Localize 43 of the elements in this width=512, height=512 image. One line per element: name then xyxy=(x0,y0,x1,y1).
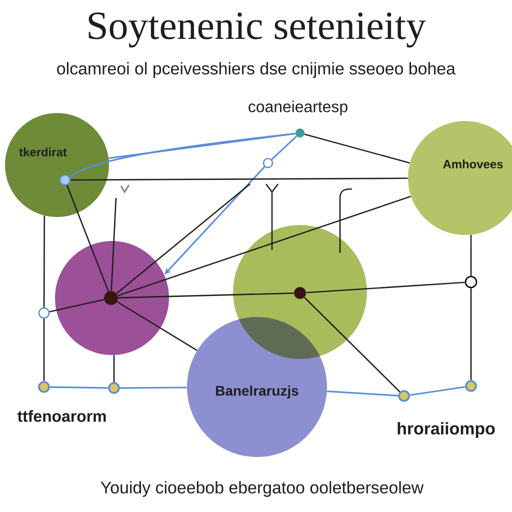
connector-line xyxy=(304,134,410,164)
connector-line xyxy=(50,386,108,389)
label-text: ttfenoarorm xyxy=(17,410,106,422)
junction-dot xyxy=(104,291,118,305)
connector-line xyxy=(470,234,472,276)
connector-line xyxy=(410,386,466,396)
connector-dot xyxy=(398,390,410,402)
connector-line xyxy=(118,196,412,296)
connector-ring xyxy=(59,174,71,186)
connector-line xyxy=(43,216,46,308)
circle xyxy=(55,241,169,355)
connector-dot xyxy=(108,382,120,394)
connector-line xyxy=(327,390,398,396)
circle-node: tkerdirat xyxy=(5,113,109,217)
connector-line xyxy=(70,178,408,181)
caption: Youidy cioeebob ebergatoo ooletberseolew xyxy=(100,481,424,497)
connector-line xyxy=(120,386,187,389)
connector-dot xyxy=(465,380,477,392)
connector-line xyxy=(110,198,117,291)
title: Soytenenic setenieity xyxy=(88,12,426,48)
circle-node: Banelraruzjs xyxy=(187,317,327,457)
connector-line xyxy=(49,298,104,312)
connector-line xyxy=(118,292,294,298)
connector-ring xyxy=(262,158,274,168)
connector-line xyxy=(69,132,296,178)
connector-line xyxy=(116,301,198,352)
junction-dot xyxy=(294,287,306,299)
subtitle: olcamreoi ol pceivesshiers dse cnijmie sseoeo bohea xyxy=(57,62,456,78)
connector-line xyxy=(306,282,465,294)
connector-line xyxy=(116,184,250,294)
connector-line xyxy=(271,136,298,160)
connector-line xyxy=(43,318,45,382)
label-text: coaneieartesp xyxy=(248,100,348,116)
connector-ring xyxy=(38,307,50,319)
connector-line xyxy=(113,355,115,382)
label-text: hroraiiompo xyxy=(398,422,495,438)
connector-line xyxy=(108,132,296,159)
connector-line xyxy=(304,296,400,392)
connector-line xyxy=(470,288,472,380)
connector-ring xyxy=(464,276,478,288)
junction-marker xyxy=(296,128,304,138)
connector-dot xyxy=(38,381,50,393)
connector-line xyxy=(66,185,109,292)
